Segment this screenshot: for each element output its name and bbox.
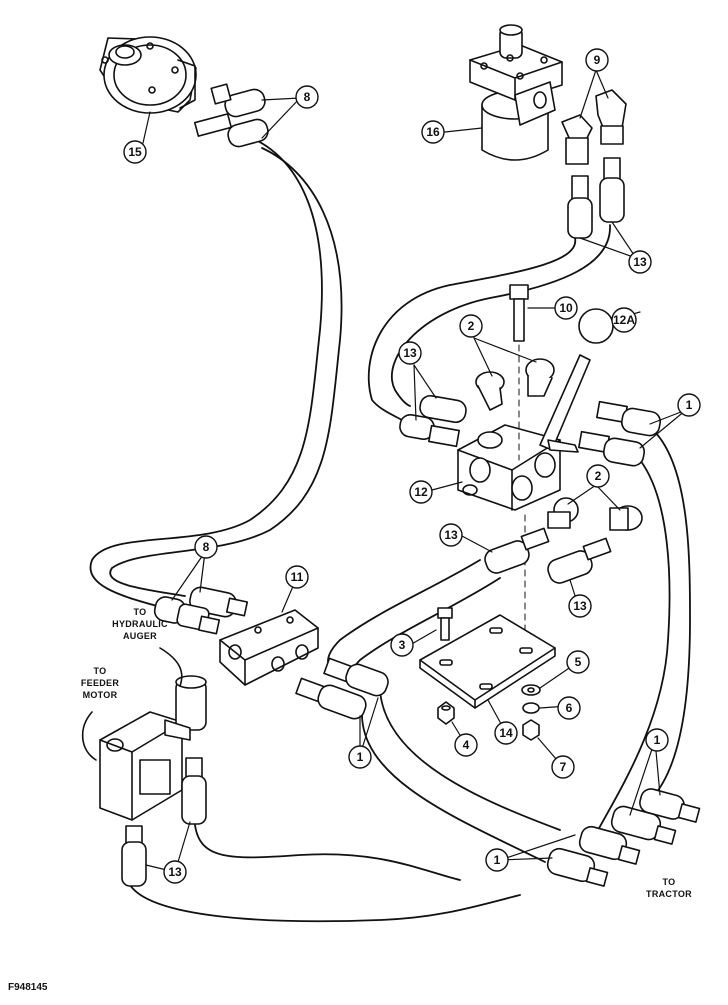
figure-id: F948145 — [8, 982, 48, 993]
fitting-13-mid-a — [419, 394, 467, 424]
callout-13-top: 13 — [633, 255, 647, 269]
fitting-1-mid-b — [295, 677, 367, 720]
callout-12: 12 — [414, 485, 428, 499]
callout-13-center: 13 — [444, 528, 458, 542]
note-feeder-line3: MOTOR — [83, 690, 118, 700]
fitting-13-top-b — [599, 157, 625, 223]
fitting-13-bottom-b — [121, 825, 147, 887]
callout-8-top: 8 — [304, 90, 311, 104]
callout-6: 6 — [566, 701, 573, 715]
callout-13-right: 13 — [573, 599, 587, 613]
callout-11: 11 — [291, 570, 304, 584]
notes: TO HYDRAULIC AUGER TO FEEDER MOTOR TO TR… — [81, 607, 692, 899]
bolt-10 — [509, 284, 529, 461]
elbow-fitting-2-top-a — [475, 371, 505, 411]
fitting-1-top-a — [596, 400, 662, 437]
callout-3: 3 — [399, 638, 406, 652]
callout-9: 9 — [594, 53, 601, 67]
fitting-13-top-a — [567, 175, 593, 239]
callout-1-bottom: 1 — [494, 853, 501, 867]
coupler-1-right-a — [639, 788, 701, 823]
note-tractor-line1: TO — [663, 877, 676, 887]
elbow-fitting-9-a — [561, 114, 593, 165]
nut-7 — [522, 719, 540, 741]
hose-15-right — [109, 147, 343, 597]
note-auger-line2: HYDRAULIC — [112, 619, 168, 629]
fitting-13-center — [484, 527, 550, 574]
callout-labels: 15 8 16 9 13 10 12A 2 13 1 12 2 13 13 8 … — [128, 53, 692, 879]
leader-lines — [142, 69, 687, 873]
hose-1-top-b — [597, 459, 671, 831]
valve-handle-12A — [539, 308, 614, 453]
hose-valve-11-a — [327, 559, 481, 669]
hoses — [89, 137, 691, 923]
callout-12A: 12A — [613, 313, 635, 327]
coupler-1-right-b — [610, 805, 677, 845]
hose-13-bottom-b — [129, 884, 521, 923]
callout-5: 5 — [575, 655, 582, 669]
coupler-1-bottom-b — [546, 847, 609, 887]
fitting-1-top-b — [578, 430, 645, 467]
elbow-fitting-2-top-b — [525, 358, 555, 397]
hose-13-bottom-a — [194, 824, 461, 881]
callout-14: 14 — [499, 726, 513, 740]
fitting-13-right — [547, 537, 612, 584]
fitting-8-top-b — [193, 113, 269, 148]
callout-15: 15 — [128, 145, 142, 159]
callouts — [123, 48, 701, 884]
feeder-motor-housing — [99, 675, 207, 821]
callout-1-top: 1 — [686, 398, 693, 412]
hose-1-mid-a — [379, 689, 561, 831]
fitting-8-top-a — [210, 83, 266, 118]
callout-2-mid: 2 — [595, 469, 602, 483]
bolt-3 — [437, 607, 453, 641]
note-tractor-line2: TRACTOR — [646, 889, 692, 899]
coupler-1-bottom-a — [578, 825, 641, 865]
hose-1-top-a — [649, 431, 691, 801]
hose-15-left — [89, 137, 323, 611]
elbow-fitting-9-b — [595, 89, 627, 145]
elbow-fitting-2-mid-b — [609, 505, 643, 531]
callout-1-mid: 1 — [357, 750, 364, 764]
nut-4 — [437, 701, 455, 725]
washer-5 — [521, 684, 541, 696]
mounting-plate-14 — [419, 614, 556, 709]
callout-7: 7 — [560, 760, 567, 774]
arrow-to-feeder — [81, 711, 97, 761]
lock-washer-6 — [522, 702, 540, 714]
elbow-fitting-2-mid-a — [547, 497, 579, 529]
hose-16-b — [390, 224, 611, 407]
fitting-13-bottom-a — [181, 757, 207, 825]
callout-4: 4 — [463, 738, 470, 752]
callout-13-bottom: 13 — [168, 865, 182, 879]
callout-2-top: 2 — [468, 319, 475, 333]
callout-10: 10 — [559, 301, 573, 315]
fitting-13-mid-b — [399, 413, 460, 448]
callout-1-right: 1 — [654, 733, 661, 747]
callout-16: 16 — [426, 125, 440, 139]
note-feeder-line2: FEEDER — [81, 678, 120, 688]
fitting-8-left-b — [153, 596, 221, 635]
hydraulic-motor-15 — [99, 36, 197, 114]
callout-13-mid: 13 — [403, 346, 417, 360]
fitting-1-mid-a — [323, 657, 389, 697]
note-auger-line1: TO — [134, 607, 147, 617]
hydraulic-motor-16 — [469, 24, 563, 161]
hose-16-a — [367, 237, 576, 421]
manifold-block-11 — [219, 609, 319, 686]
callout-8-left: 8 — [203, 540, 210, 554]
arrow-to-auger — [159, 647, 183, 687]
note-feeder-line1: TO — [94, 666, 107, 676]
control-valve-12 — [457, 424, 561, 511]
note-auger-line3: AUGER — [123, 631, 157, 641]
